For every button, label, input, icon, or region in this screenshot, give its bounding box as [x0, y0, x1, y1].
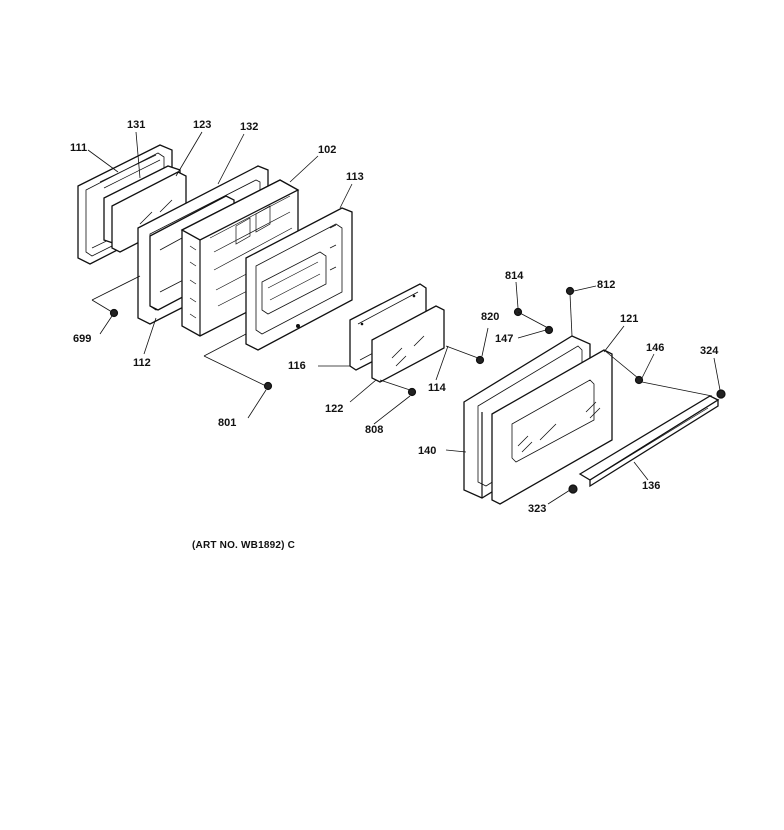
callout-812: 812 — [597, 279, 615, 291]
callout-699: 699 — [73, 333, 91, 345]
end-cap-323 — [568, 484, 578, 494]
callout-324: 324 — [700, 345, 719, 357]
callout-112: 112 — [133, 357, 151, 369]
callout-113: 113 — [346, 171, 364, 183]
callout-820: 820 — [481, 311, 499, 323]
screw-801 — [263, 381, 273, 391]
screw-699 — [109, 308, 119, 318]
callout-801: 801 — [218, 417, 236, 429]
callout-121: 121 — [620, 313, 638, 325]
part-122-glass — [371, 305, 445, 383]
fastener-812 — [565, 286, 575, 296]
art-number-caption: (ART NO. WB1892) C — [192, 540, 296, 551]
callout-111: 111 — [70, 142, 87, 154]
end-cap-324 — [716, 389, 726, 399]
screw-808 — [407, 387, 417, 397]
callout-808: 808 — [365, 424, 383, 436]
callout-123: 123 — [193, 119, 211, 131]
callout-labels: 111 131 123 132 102 113 699 112 116 801 … — [70, 119, 719, 515]
callout-146: 146 — [646, 342, 664, 354]
part-136-handle — [578, 395, 720, 488]
callout-140: 140 — [418, 445, 436, 457]
part-113-inner-panel — [245, 207, 353, 351]
callout-116: 116 — [288, 360, 306, 372]
screw-820 — [475, 355, 485, 365]
callout-102: 102 — [318, 144, 336, 156]
callout-114: 114 — [428, 382, 447, 394]
callout-132: 132 — [240, 121, 258, 133]
callout-323: 323 — [528, 503, 546, 515]
callout-136: 136 — [642, 480, 660, 492]
fastener-146 — [634, 375, 644, 385]
callout-131: 131 — [127, 119, 145, 131]
callout-147: 147 — [495, 333, 513, 345]
callout-122: 122 — [325, 403, 343, 415]
leader-lines — [87, 131, 721, 505]
callout-814: 814 — [505, 270, 524, 282]
